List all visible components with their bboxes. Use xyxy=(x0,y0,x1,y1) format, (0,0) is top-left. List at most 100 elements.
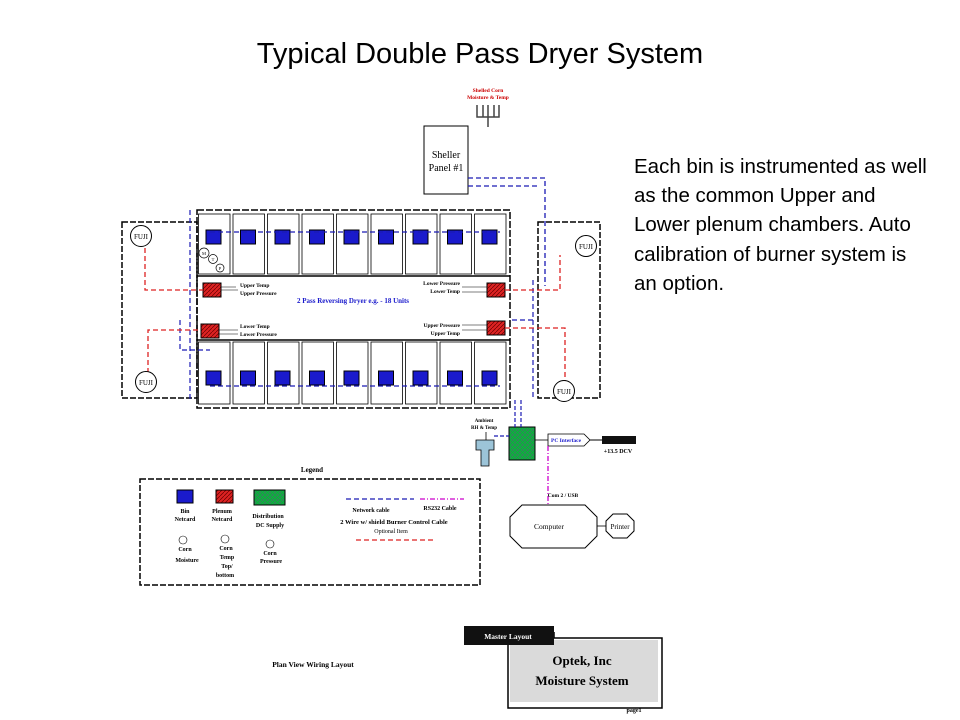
upper-bin-cell xyxy=(198,213,231,275)
legend-cables: Network cable RS232 Cable 2 Wire w/ shie… xyxy=(340,498,464,541)
legend-plenum-netcard-swatch xyxy=(215,489,234,504)
ambient-sensor: Ambient RH & Temp xyxy=(471,419,497,467)
upper-bin-netcard xyxy=(240,229,256,245)
upper-bin-cell xyxy=(232,213,265,275)
legend-network-cable: Network cable xyxy=(352,508,389,514)
lower-bin-row xyxy=(198,341,507,405)
title-block-shade xyxy=(510,640,658,702)
fuji-label-3: FUJI xyxy=(139,379,154,387)
fuji-label-2: FUJI xyxy=(579,243,594,251)
lower-bin-netcard xyxy=(274,370,291,386)
pc-interface-box xyxy=(547,433,591,447)
lower-bin-cell xyxy=(439,341,472,405)
bin-sensor-icons: M T P xyxy=(198,247,225,273)
plenum-card-upper-right xyxy=(486,282,506,298)
plenum-card-upper-left xyxy=(202,282,222,298)
svg-text:Corn: Corn xyxy=(178,547,192,553)
title-block: Master Layout Optek, Inc Moisture System… xyxy=(464,626,663,714)
plan-view-label: Plan View Wiring Layout xyxy=(272,660,354,669)
printer-label: Printer xyxy=(610,523,630,531)
upper-bin-netcard xyxy=(481,229,498,245)
lower-bin-cell xyxy=(336,341,369,405)
legend-distribution-swatch xyxy=(253,489,286,506)
lower-bin-cell xyxy=(474,341,507,405)
lower-bin-cell xyxy=(198,341,231,405)
sensor-t-label: T xyxy=(212,257,215,262)
plenum-label-ll-2: Lower Pressure xyxy=(240,332,277,338)
left-burner-enclosure xyxy=(121,221,198,399)
pc-interface-label: PC Interface xyxy=(551,438,582,444)
svg-text:Temp: Temp xyxy=(220,555,235,561)
lower-bin-cell xyxy=(232,341,265,405)
plenum-card-lower-left xyxy=(200,323,220,339)
svg-text:Top/: Top/ xyxy=(221,564,233,570)
upper-bin-cell xyxy=(301,213,334,275)
legend-bin-netcard-swatch xyxy=(176,489,194,504)
plenum-label-ll-1: Lower Temp xyxy=(240,324,270,330)
svg-text:Corn: Corn xyxy=(219,546,233,552)
upper-bin-netcard xyxy=(412,229,429,245)
legend-burner-cable: 2 Wire w/ shield Burner Control Cable xyxy=(340,519,447,526)
ambient-label-1: Ambient xyxy=(475,419,494,424)
upper-bin-cell xyxy=(267,213,300,275)
distribution-dc-supply xyxy=(508,426,536,461)
fuji-units: FUJI FUJI FUJI FUJI xyxy=(130,225,597,402)
sheller-sensor-label-2: Moisture & Temp xyxy=(467,95,509,101)
plenum-label-ul-1: Upper Temp xyxy=(240,283,269,289)
fuji-label-4: FUJI xyxy=(557,388,572,396)
lower-bin-netcard xyxy=(205,370,222,386)
svg-text:Corn: Corn xyxy=(263,551,277,557)
lower-bin-netcard xyxy=(481,370,498,386)
com-label: Com 2 / USB xyxy=(548,493,579,499)
plenum-label-ur-2: Lower Temp xyxy=(430,289,460,295)
company-label: Optek, Inc xyxy=(552,653,611,668)
upper-bin-netcard xyxy=(343,229,360,245)
power-supply xyxy=(602,436,636,444)
page-label: page1 xyxy=(627,708,642,714)
legend-optional: Optional Item xyxy=(374,529,408,535)
fuji-label-1: FUJI xyxy=(134,233,149,241)
dryer-label: 2 Pass Reversing Dryer e.g. - 18 Units xyxy=(297,297,409,305)
svg-text:Netcard: Netcard xyxy=(212,517,233,523)
plenum-label-lr-2: Upper Temp xyxy=(431,331,460,337)
power-label: +13.5 DCV xyxy=(604,449,633,455)
sheller-network-cable xyxy=(468,177,546,286)
lower-bin-cell xyxy=(267,341,300,405)
sheller-panel-label-1: Sheller xyxy=(432,150,461,161)
svg-text:Netcard: Netcard xyxy=(175,517,196,523)
svg-text:Distribution: Distribution xyxy=(252,514,284,520)
upper-bin-netcard xyxy=(309,229,325,245)
sheller-sensor: Shelled Corn Moisture & Temp xyxy=(467,88,509,127)
lower-bin-netcard xyxy=(378,370,394,386)
computer-box xyxy=(509,504,598,549)
upper-bin-netcard xyxy=(274,229,291,245)
svg-text:Moisture: Moisture xyxy=(175,558,199,564)
system-label: Moisture System xyxy=(535,673,628,688)
plenum-card-lower-right xyxy=(486,320,506,336)
dryer-outline xyxy=(196,209,511,409)
plenum-label-lr-1: Upper Pressure xyxy=(423,323,460,329)
sheller-panel xyxy=(423,125,469,195)
upper-bin-cell xyxy=(370,213,403,275)
lower-bin-cell xyxy=(405,341,438,405)
upper-bin-cell xyxy=(336,213,369,275)
printer-box xyxy=(605,513,635,539)
lower-bin-netcard xyxy=(343,370,360,386)
description-text: Each bin is instrumented as well as the … xyxy=(634,155,927,295)
plenum-label-ur-1: Lower Pressure xyxy=(423,281,460,287)
lower-bin-netcard xyxy=(309,370,325,386)
burner-control-cables xyxy=(144,248,566,385)
svg-text:Bin: Bin xyxy=(180,509,190,515)
upper-bin-netcard xyxy=(205,229,222,245)
lower-bin-netcard xyxy=(447,370,463,386)
svg-text:DC Supply: DC Supply xyxy=(256,523,284,529)
legend-items: Bin Netcard Plenum Netcard Distribution … xyxy=(175,489,286,579)
legend-title: Legend xyxy=(301,466,323,474)
master-layout-label: Master Layout xyxy=(484,632,532,641)
title-block-tab xyxy=(464,626,554,645)
upper-bin-cell xyxy=(405,213,438,275)
legend-rs232-cable: RS232 Cable xyxy=(423,506,457,512)
sheller-sensor-label-1: Shelled Corn xyxy=(473,88,504,94)
upper-bin-netcard xyxy=(447,229,463,245)
